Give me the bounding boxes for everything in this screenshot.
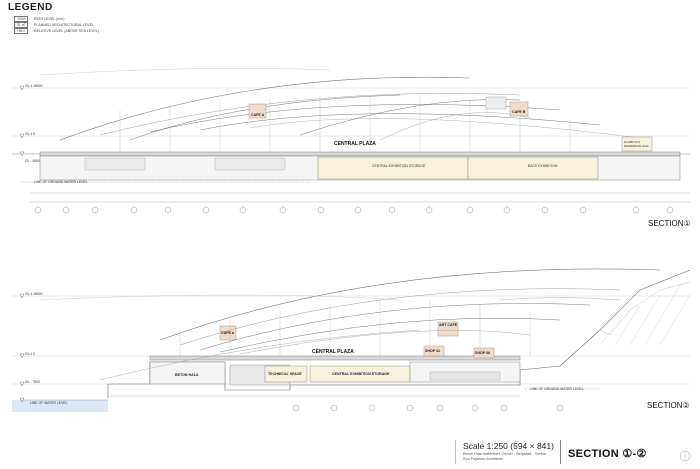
section-2-drawing <box>12 268 691 462</box>
s1-exhibition-hall-label: EXHIBITION REFERENCE HALL <box>624 140 650 148</box>
section-2-title: SECTION② <box>647 401 690 410</box>
s2-beton-hala-label: BETON HALA <box>175 373 199 377</box>
s1-central-plaza-label: CENTRAL PLAZA <box>334 141 376 147</box>
s1-back-exhibition-label: BACK EXHIBITION <box>528 164 558 168</box>
legend-title: LEGEND <box>8 2 53 13</box>
s2-central-plaza-label: CENTRAL PLAZA <box>312 349 354 355</box>
section-1-title: SECTION① <box>648 219 691 228</box>
scale-label: Scale 1:250 (594 × 841) <box>463 441 554 451</box>
s1-ground-water-label: LINE OF GROUND WATER LEVEL <box>34 180 88 184</box>
title-divider <box>560 440 561 464</box>
s1-cafe-b-label: CAFE B <box>512 110 526 114</box>
architect-name: Sou Fujimoto Architects <box>463 457 503 461</box>
s2-level-low: GL - 7500 <box>25 380 40 384</box>
s2-central-storage-label: CENTRAL EXHIBITION STORAGE <box>332 372 390 376</box>
s2-ground-water-label: LINE OF GROUND WATER LEVEL <box>530 387 584 391</box>
s2-level-top: GL ± 18040 <box>25 292 43 296</box>
sheet-title: SECTION ①-② <box>568 448 647 460</box>
s2-shop-02-label: SHOP 02 <box>425 349 441 353</box>
s1-level-mid: GL ± 0 <box>25 132 36 136</box>
s1-central-storage-label: CENTRAL EXHIBITION STORAGE <box>372 164 426 168</box>
section-1-drawing <box>12 68 690 214</box>
s2-art-cafe-label: ART CAFE <box>439 323 458 327</box>
s2-water-line-label: LINE OF WATER LEVEL <box>30 401 68 405</box>
scale-divider <box>455 440 456 464</box>
s2-shop-08-label: SHOP 08 <box>475 351 491 355</box>
s2-level-mid: GL ± 0 <box>25 352 36 356</box>
s1-level-top: GL ± 18040 <box>25 84 43 88</box>
project-name: Beton Hala Waterfront Center - Belgrade … <box>463 452 546 456</box>
s1-level-low: GL - 4500 <box>25 159 40 163</box>
s2-technical-space-label: TECHNICAL SPACE <box>268 372 302 376</box>
s2-cafe-a-label: CAFE A <box>221 331 235 335</box>
s1-cafe-a-label: CAFE A <box>251 113 265 117</box>
